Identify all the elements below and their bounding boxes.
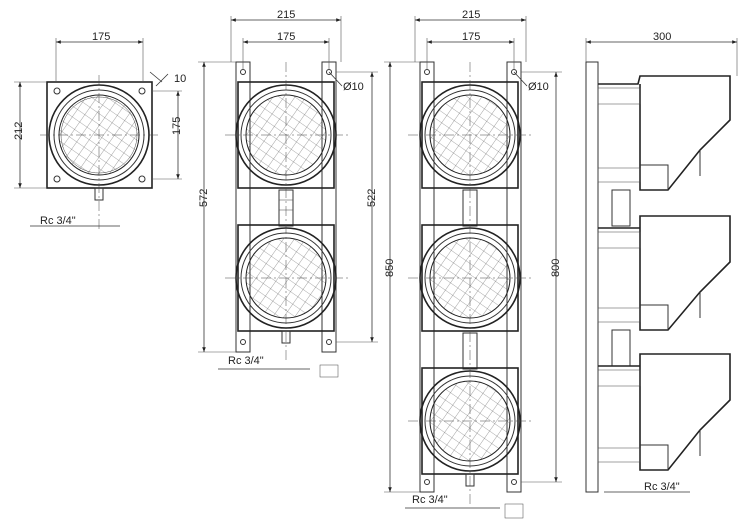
side-visor-3 (598, 353, 731, 471)
two-hole-height-label: 522 (366, 189, 378, 207)
two-lamp-view: 215 175 Ø10 572 522 Rc 3/4" (198, 9, 378, 378)
three-hole-dia-label: Ø10 (528, 81, 549, 93)
two-hole-spacing-label: 175 (277, 31, 295, 43)
two-thread-label: Rc 3/4" (228, 355, 264, 367)
single-lamp-view: 175 212 175 10 Rc 3/4" (13, 31, 186, 230)
three-height-label: 850 (384, 259, 396, 277)
side-rail (585, 61, 599, 493)
three-lamp-view: 215 175 Ø10 850 800 Rc 3/4" (384, 9, 562, 519)
side-view: 300 Rc 3/4" (585, 31, 738, 493)
side-visor-2 (598, 215, 731, 331)
two-hole-dia-label: Ø10 (343, 81, 364, 93)
single-width-label: 175 (92, 31, 110, 43)
two-width-label: 215 (277, 9, 295, 21)
three-thread-label: Rc 3/4" (412, 494, 448, 506)
side-thread-label: Rc 3/4" (644, 481, 680, 493)
side-depth-label: 300 (653, 31, 671, 43)
two-height-label: 572 (198, 189, 210, 207)
single-corner-label: 10 (174, 73, 186, 85)
single-thread-label: Rc 3/4" (40, 215, 76, 227)
single-height-label: 212 (13, 122, 25, 140)
three-hole-height-label: 800 (550, 259, 562, 277)
three-hole-spacing-label: 175 (462, 31, 480, 43)
side-visor-1 (598, 75, 731, 191)
three-width-label: 215 (462, 9, 480, 21)
single-side-label: 175 (171, 117, 183, 135)
